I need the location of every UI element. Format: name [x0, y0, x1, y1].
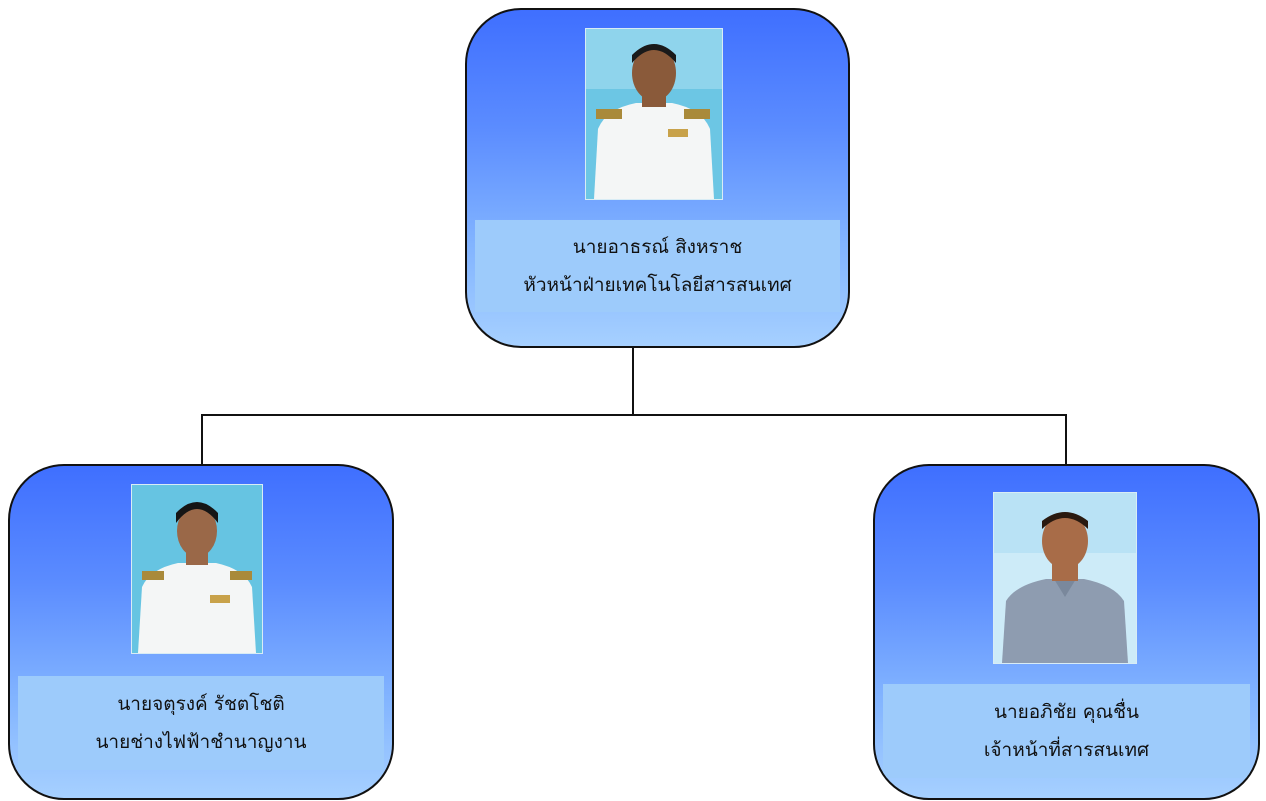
portrait-member-left-figure: [132, 485, 262, 653]
member-left-position: นายช่างไฟฟ้าชำนาญงาน: [95, 731, 307, 753]
portrait-photo-member-right: [993, 492, 1137, 664]
portrait-member-right-figure: [994, 493, 1136, 663]
org-card-member-right: นายอภิชัย คุณชื่น เจ้าหน้าที่สารสนเทศ: [873, 464, 1260, 800]
head-position: หัวหน้าฝ่ายเทคโนโลยีสารสนเทศ: [523, 274, 792, 296]
connector-vertical-head: [632, 345, 634, 415]
org-card-member-left: นายจตุรงค์ รัชตโชติ นายช่างไฟฟ้าชำนาญงาน: [8, 464, 394, 800]
portrait-photo-member-left: [131, 484, 263, 654]
label-band-member-right: นายอภิชัย คุณชื่น เจ้าหน้าที่สารสนเทศ: [883, 684, 1250, 778]
portrait-head-figure: [586, 29, 722, 199]
label-band-member-left: นายจตุรงค์ รัชตโชติ นายช่างไฟฟ้าชำนาญงาน: [18, 676, 384, 770]
member-right-position: เจ้าหน้าที่สารสนเทศ: [983, 739, 1150, 761]
connector-vertical-left: [201, 414, 203, 466]
label-band-head: นายอาธรณ์ สิงหราช หัวหน้าฝ่ายเทคโนโลยีสา…: [475, 220, 840, 312]
portrait-photo-head: [585, 28, 723, 200]
org-card-head: นายอาธรณ์ สิงหราช หัวหน้าฝ่ายเทคโนโลยีสา…: [465, 8, 850, 348]
connector-horizontal: [201, 414, 1067, 416]
connector-vertical-right: [1065, 414, 1067, 466]
member-right-name: นายอภิชัย คุณชื่น: [993, 701, 1139, 723]
member-left-name: นายจตุรงค์ รัชตโชติ: [117, 693, 285, 715]
head-name: นายอาธรณ์ สิงหราช: [572, 236, 743, 258]
